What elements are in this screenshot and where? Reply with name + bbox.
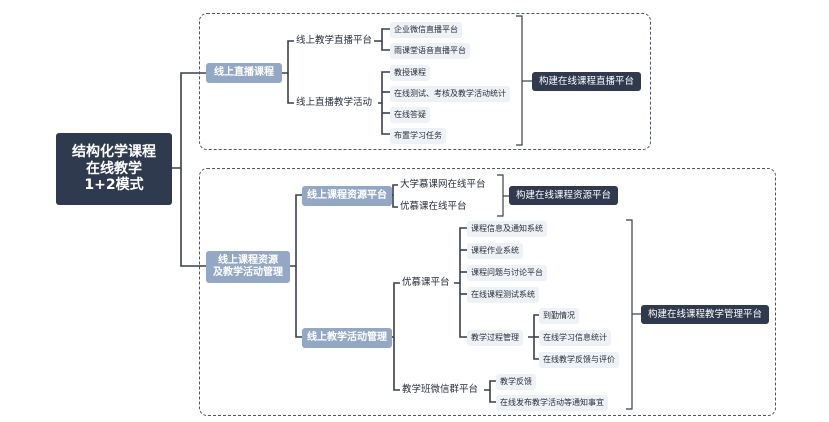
section-resource-title-line-1: 线上课程资源 — [218, 255, 278, 266]
wechat-item: 教学反馈 — [496, 374, 536, 390]
youmooc-node: 优慕课平台 — [402, 277, 450, 288]
live-platform-item: 企业微信直播平台 — [390, 22, 462, 38]
live-activity-item: 在线测试、考核及教学活动统计 — [390, 86, 510, 102]
root-line-1: 结构化学课程 — [72, 143, 156, 160]
root-line-3: 1+2模式 — [84, 177, 144, 194]
resource-platform-item: 优慕课在线平台 — [400, 201, 467, 212]
youmooc-item: 课程作业系统 — [467, 243, 523, 259]
live-platform-item: 雨课堂语音直播平台 — [390, 43, 470, 59]
resource-platform-node: 线上课程资源平台 — [302, 186, 392, 206]
live-activity-item: 在线答疑 — [390, 107, 430, 123]
youmooc-item: 课程信息及通知系统 — [467, 221, 547, 237]
resource-summary: 构建在线课程资源平台 — [509, 186, 619, 206]
resource-platform-item: 大学慕课网在线平台 — [400, 179, 486, 190]
youmooc-item: 在线课程测试系统 — [467, 287, 539, 303]
activity-mgmt-node: 线上教学活动管理 — [302, 328, 392, 348]
section-frame-live — [199, 13, 651, 150]
wechat-item: 在线发布教学活动等通知事宜 — [496, 395, 608, 411]
live-activity-item: 教授课程 — [390, 65, 430, 81]
root-line-2: 在线教学 — [86, 160, 142, 177]
section-resource-title: 线上课程资源 及教学活动管理 — [206, 251, 290, 283]
mgmt-summary: 构建在线课程教学管理平台 — [641, 305, 770, 325]
wechat-node: 教学班微信群平台 — [402, 384, 479, 395]
process-item: 在线教学反馈与评价 — [539, 352, 619, 368]
process-node: 教学过程管理 — [467, 330, 523, 346]
process-item: 到勤情况 — [539, 308, 579, 324]
youmooc-item: 课程问题与讨论平台 — [467, 265, 547, 281]
root-node: 结构化学课程 在线教学 1+2模式 — [56, 133, 172, 205]
live-activity-node: 线上直播教学活动 — [296, 97, 373, 108]
process-item: 在线学习信息统计 — [539, 330, 611, 346]
section-frame-resource — [199, 168, 776, 416]
live-summary: 构建在线课程直播平台 — [532, 72, 642, 92]
section-live-title: 线上直播课程 — [206, 63, 282, 83]
section-resource-title-line-2: 及教学活动管理 — [213, 267, 283, 278]
live-activity-item: 布置学习任务 — [390, 128, 446, 144]
live-platform-node: 线上教学直播平台 — [296, 35, 373, 46]
